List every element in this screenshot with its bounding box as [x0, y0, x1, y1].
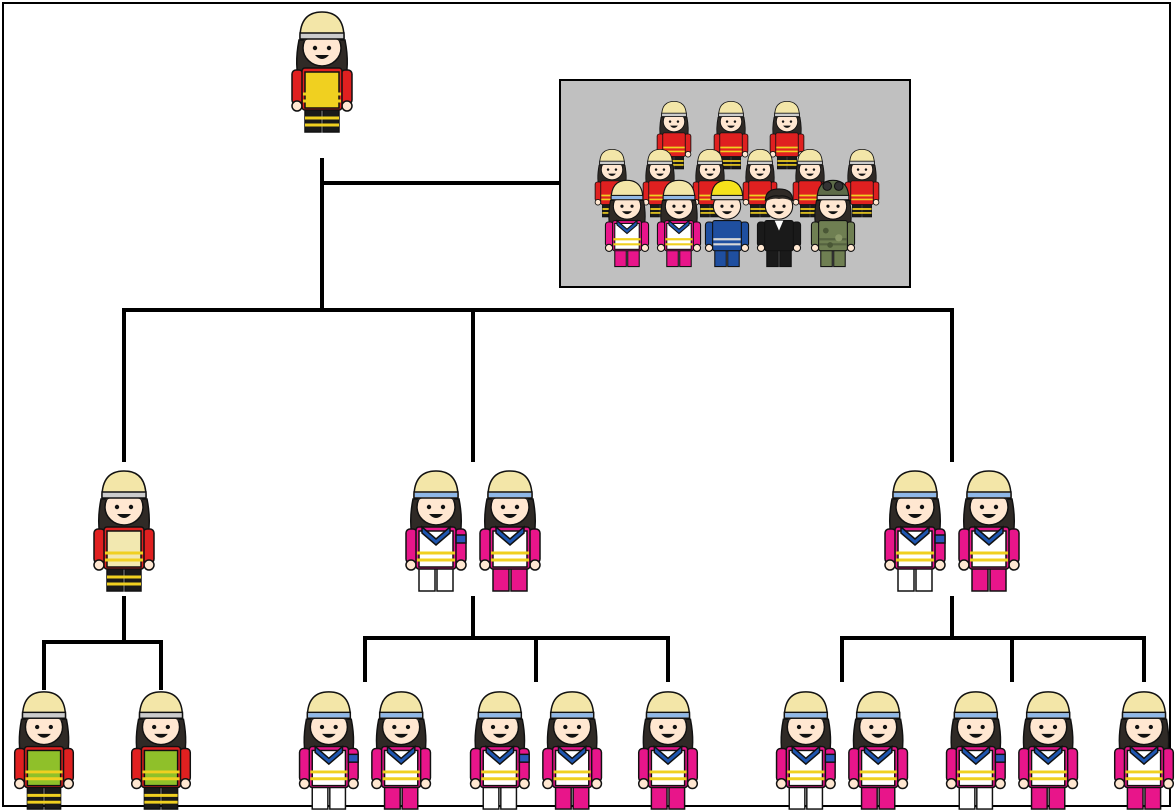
section-3-unit-1-member-2-paramedic-icon	[848, 691, 909, 810]
section-2-node	[298, 470, 699, 810]
section-2-leader-2-paramedic-icon	[479, 470, 541, 592]
section-3-unit-3-member-1-paramedic-icon	[1113, 691, 1175, 810]
section-2-unit-3-member-1-paramedic-icon	[637, 691, 699, 810]
staff-row3-member-2-paramedic-icon	[656, 179, 702, 268]
connector-lines	[42, 158, 1146, 690]
section-3-unit-2	[945, 691, 1079, 810]
staff-row3-member-4-police-officer-icon	[756, 188, 802, 268]
section-2-unit-2-member-1-paramedic-icon	[469, 691, 530, 810]
staff-row1-member-2-firefighter-icon	[713, 100, 749, 170]
section-3-unit-2-member-1-paramedic-icon	[945, 691, 1006, 810]
section-3-unit-1-member-1-paramedic-icon	[775, 691, 836, 810]
section-3-unit-1	[775, 691, 909, 810]
commander-firefighter-icon	[291, 11, 353, 133]
section-3-leader-1-paramedic-icon	[884, 470, 946, 592]
section-3-node	[775, 470, 1175, 810]
staff-row2-member-3-firefighter-icon	[692, 148, 728, 218]
section-1-unit-2	[130, 691, 192, 810]
section-1-unit-1-member-1-firefighter-icon	[13, 691, 75, 810]
figures	[13, 11, 1175, 810]
section-3-unit-2-member-2-paramedic-icon	[1018, 691, 1079, 810]
section-2-unit-1-member-2-paramedic-icon	[371, 691, 432, 810]
staff-row2-member-6-firefighter-icon	[844, 148, 880, 218]
commander-node	[291, 11, 353, 133]
section-1-node	[13, 470, 192, 810]
section-2-unit-1	[298, 691, 432, 810]
staff-row3-member-3-thw-worker-icon	[704, 179, 750, 268]
section-3-unit-3	[1113, 691, 1175, 810]
staff-row1-member-1-firefighter-icon	[656, 100, 692, 170]
section-2-leader-1-paramedic-icon	[405, 470, 467, 592]
staff-row2-member-4-firefighter-icon	[742, 148, 778, 218]
section-2-unit-1-member-1-paramedic-icon	[298, 691, 359, 810]
section-1-unit-2-member-1-firefighter-icon	[130, 691, 192, 810]
section-3-leader-2-paramedic-icon	[958, 470, 1020, 592]
section-2-unit-3	[637, 691, 699, 810]
section-2-unit-2-member-2-paramedic-icon	[542, 691, 603, 810]
section-2-unit-2	[469, 691, 603, 810]
staff-group	[559, 79, 911, 288]
staff-row3-member-1-paramedic-icon	[604, 179, 650, 268]
staff-row3-member-5-soldier-icon	[810, 179, 856, 268]
section-1-leader-1-firefighter-icon	[93, 470, 155, 592]
section-1-unit-1	[13, 691, 75, 810]
